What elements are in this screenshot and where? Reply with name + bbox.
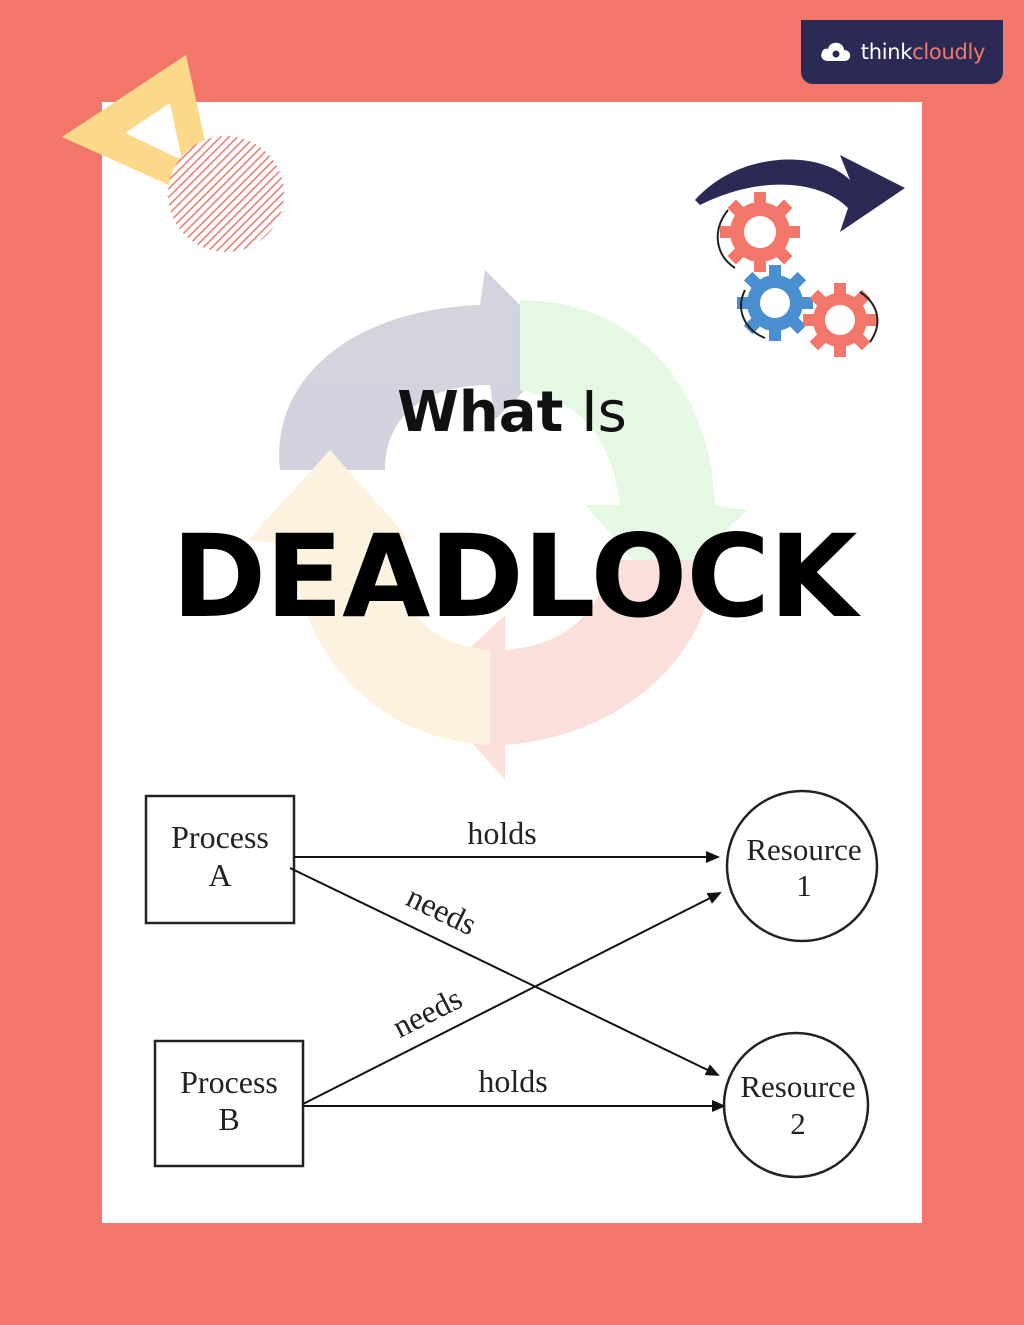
process-a-label-line2: A <box>208 857 231 893</box>
resource-1-node <box>725 789 879 943</box>
cycle-arrows-graphic <box>248 270 748 780</box>
process-a-label-line1: Process <box>171 819 269 855</box>
swoosh-arrow-graphic <box>695 155 905 232</box>
edge-b-needs-r1 <box>302 892 722 1105</box>
cloud-icon <box>821 42 850 61</box>
process-b-label-line1: Process <box>180 1064 278 1100</box>
headline-deadlock: DEADLOCK <box>171 510 858 643</box>
headline-what-is: What Is <box>397 380 627 445</box>
hatched-circle-shape <box>168 136 284 252</box>
deadlock-diagram: Process A Process B Resource 1 Resource … <box>144 789 879 1179</box>
process-a-node <box>144 794 296 925</box>
edge-a-needs-r2 <box>289 867 720 1076</box>
resource-2-node <box>722 1031 870 1179</box>
brand-name: thinkcloudly <box>860 40 986 64</box>
process-b-label-line2: B <box>218 1101 239 1137</box>
edge-label-b-holds: holds <box>478 1063 547 1099</box>
resource-1-label-line2: 1 <box>796 868 812 903</box>
gears-graphic <box>716 192 879 357</box>
resource-2-label-line1: Resource <box>740 1069 855 1104</box>
edge-label-a-holds: holds <box>467 815 536 851</box>
thinkcloudly-logo[interactable]: thinkcloudly <box>801 20 1003 84</box>
edge-label-b-needs: needs <box>386 980 467 1045</box>
resource-2-label-line2: 2 <box>790 1106 806 1141</box>
resource-1-label-line1: Resource <box>746 832 861 867</box>
edge-label-a-needs: needs <box>401 878 482 942</box>
process-b-node <box>153 1039 305 1168</box>
